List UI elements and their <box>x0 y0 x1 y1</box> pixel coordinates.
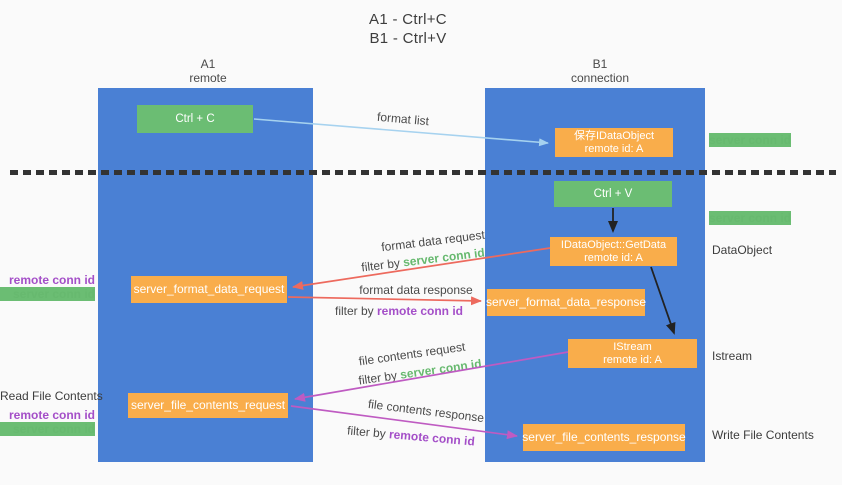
left-remote-conn-id-label: remote conn id <box>8 273 95 287</box>
node-server-file-contents-response-label: server_file_contents_response <box>522 430 686 444</box>
filter-prefix: filter by <box>360 255 404 275</box>
node-server-file-contents-response: server_file_contents_response <box>522 424 686 451</box>
filter-key-remote-conn-id: remote conn id <box>377 304 464 318</box>
annotation-format-data-request-filter: filter by server conn id <box>361 245 486 274</box>
filter-prefix: filter by <box>357 367 402 388</box>
annotation-format-list: format list <box>376 109 430 129</box>
column-b-header: B1 connection <box>571 57 629 85</box>
node-server-format-data-request: server_format_data_request <box>131 276 287 303</box>
node-ctrl-v-label: Ctrl + V <box>593 187 633 200</box>
node-istream: IStream remote id: A <box>568 339 697 368</box>
left-server-conn-id-label: server conn id <box>0 287 95 301</box>
node-ctrl-v: Ctrl + V <box>554 181 672 207</box>
right-dataobject-label: DataObject <box>712 243 773 257</box>
column-b-name: B1 <box>592 57 608 71</box>
column-b-subtitle: connection <box>570 71 630 85</box>
node-idataobject-getdata-line1: IDataObject::GetData <box>560 238 667 251</box>
annotation-file-contents-response: file contents response <box>367 396 485 426</box>
node-save-idataobject-line2: remote id: A <box>584 142 644 155</box>
node-save-idataobject: 保存IDataObject remote id: A <box>555 128 673 157</box>
node-server-format-data-request-label: server_format_data_request <box>133 282 285 296</box>
filter-prefix: filter by <box>346 423 390 442</box>
right-istream-label: Istream <box>712 349 753 363</box>
right-server-conn-id-top-label: server conn id <box>709 133 792 147</box>
column-a-header: A1 remote <box>189 57 226 85</box>
node-ctrl-c-label: Ctrl + C <box>175 112 215 125</box>
node-server-format-data-response-label: server_format_data_response <box>485 295 647 309</box>
node-server-file-contents-request-label: server_file_contents_request <box>130 398 286 412</box>
diagram-title: A1 - Ctrl+C B1 - Ctrl+V <box>369 10 447 48</box>
right-write-file-contents-label: Write File Contents <box>712 428 814 442</box>
filter-key-remote-conn-id: remote conn id <box>388 427 476 449</box>
title-line-2: B1 - Ctrl+V <box>369 30 447 47</box>
node-istream-line2: remote id: A <box>603 353 662 366</box>
annotation-file-contents-response-filter: filter by remote conn id <box>347 423 476 448</box>
column-a-subtitle: remote <box>189 71 227 85</box>
phase-divider-dashed-line <box>10 170 836 175</box>
left-format-conn-id-labels: remote conn id server conn id <box>0 273 95 301</box>
node-save-idataobject-line1: 保存IDataObject <box>573 129 655 142</box>
node-idataobject-getdata: IDataObject::GetData remote id: A <box>550 237 677 266</box>
node-ctrl-c: Ctrl + C <box>137 105 253 133</box>
node-istream-line1: IStream <box>613 340 652 353</box>
filter-prefix: filter by <box>334 304 377 318</box>
left-remote-conn-id-label: remote conn id <box>8 408 95 422</box>
title-line-1: A1 - Ctrl+C <box>369 11 447 28</box>
column-a-name: A1 <box>200 57 216 71</box>
right-server-conn-id-mid-label: server conn id <box>709 211 792 225</box>
left-file-conn-id-labels: remote conn id server conn id <box>0 408 95 436</box>
node-idataobject-getdata-line2: remote id: A <box>584 251 643 264</box>
left-server-conn-id-label: server conn id <box>0 422 95 436</box>
annotation-format-data-response-filter: filter by remote conn id <box>335 304 463 318</box>
left-read-file-contents-label: Read File Contents <box>0 389 103 403</box>
format-data-response-arrow <box>287 296 482 306</box>
annotation-format-data-response: format data response <box>359 283 473 297</box>
node-server-file-contents-request: server_file_contents_request <box>128 393 288 418</box>
node-server-format-data-response: server_format_data_response <box>485 289 647 316</box>
